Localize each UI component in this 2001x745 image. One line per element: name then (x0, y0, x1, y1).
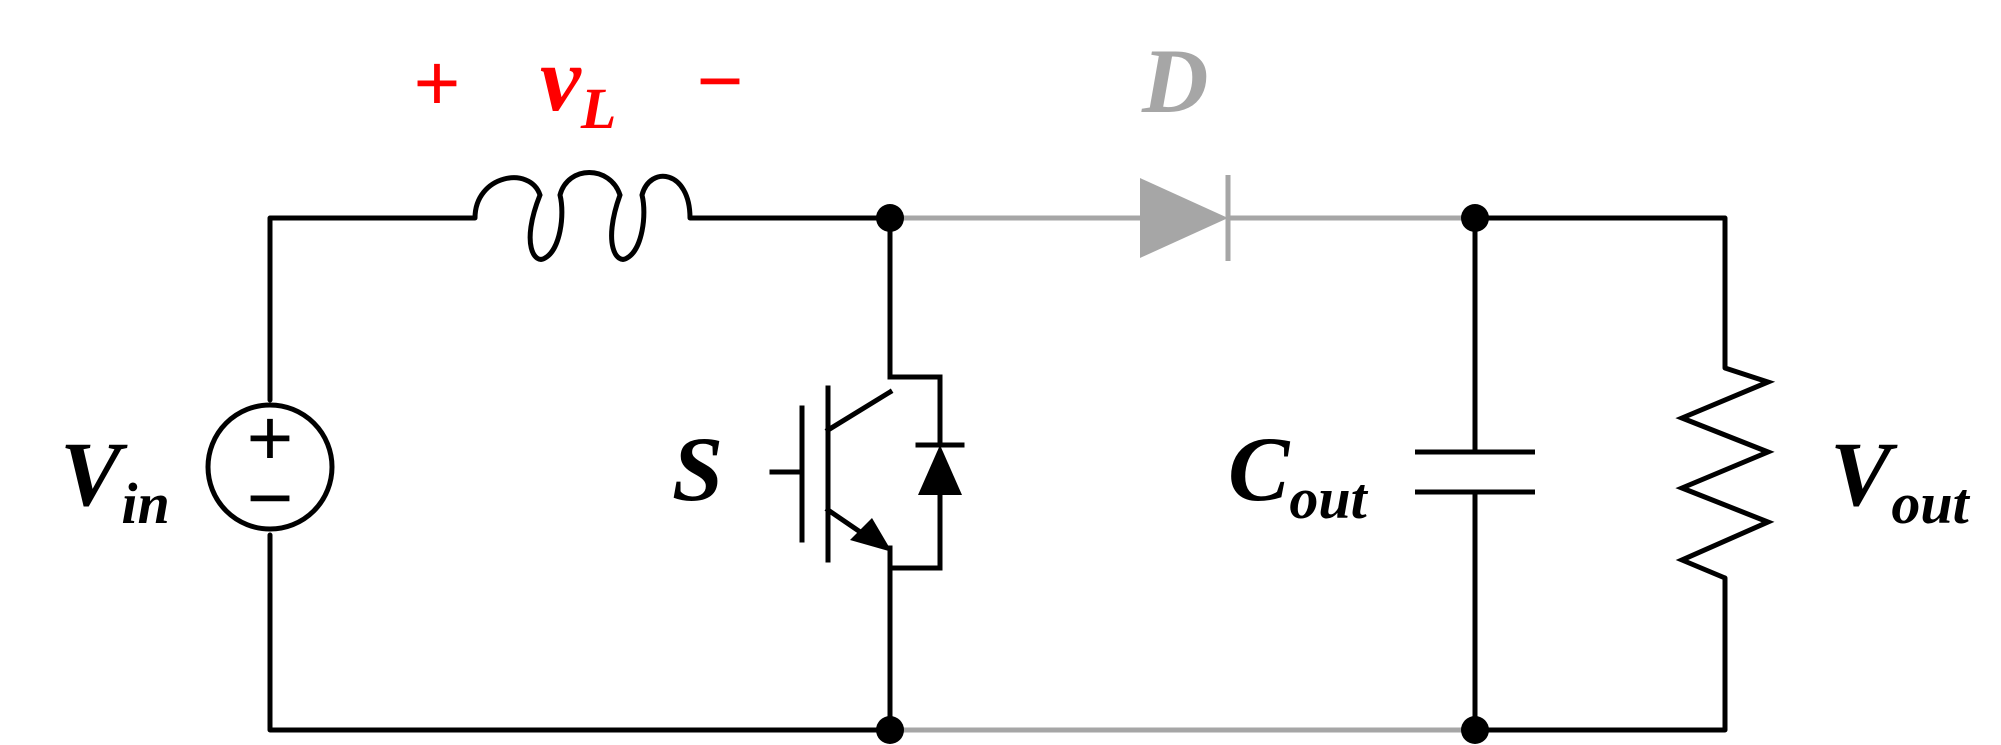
inductor-coil (472, 170, 693, 262)
antiparallel-bottom (887, 492, 943, 571)
resistor-zigzag (1675, 365, 1776, 581)
label-vl-sub: L (580, 76, 616, 141)
junction-dot (1461, 204, 1489, 232)
capacitor (1415, 449, 1535, 495)
label-vl-minus: − (697, 36, 744, 125)
label-cout-sub: out (1289, 466, 1368, 531)
label-diode: D (1141, 30, 1208, 132)
label-vin-main: V (60, 423, 128, 525)
emitter-arrow (850, 518, 892, 552)
label-vout-sub: out (1891, 471, 1970, 536)
diode-triangle (1140, 178, 1228, 258)
antiparallel-top (887, 374, 943, 448)
collector-diag (824, 388, 894, 434)
wire-left-top (267, 215, 478, 403)
voltage-source: + − (205, 393, 335, 542)
junction-dot (876, 716, 904, 744)
label-switch: S (672, 418, 723, 520)
wire-left-bottom (267, 532, 893, 733)
label-vout-main: V (1830, 423, 1898, 525)
label-vl-main: v (540, 28, 582, 130)
junction-dots (876, 204, 1489, 744)
source-plus-sign: + (247, 393, 294, 482)
junction-dot (876, 204, 904, 232)
junction-dot (1461, 716, 1489, 744)
inductor (472, 170, 693, 262)
label-vin-sub: in (121, 471, 169, 536)
label-vl-plus: + (414, 38, 461, 127)
wires (267, 215, 1728, 733)
diode (1140, 175, 1231, 261)
wire-right-bottom (1472, 575, 1728, 733)
label-vout: Vout (1830, 423, 1971, 536)
label-vin: Vin (60, 423, 170, 536)
source-circle (205, 402, 335, 532)
inactive-wires (890, 215, 1475, 733)
source-minus-sign: − (247, 453, 294, 542)
wire-right-top (1472, 215, 1728, 371)
resistor (1675, 365, 1776, 581)
label-cout-main: C (1228, 418, 1291, 520)
antiparallel-triangle (918, 445, 962, 495)
label-vl: vL (540, 28, 616, 141)
label-cout: Cout (1228, 418, 1369, 531)
